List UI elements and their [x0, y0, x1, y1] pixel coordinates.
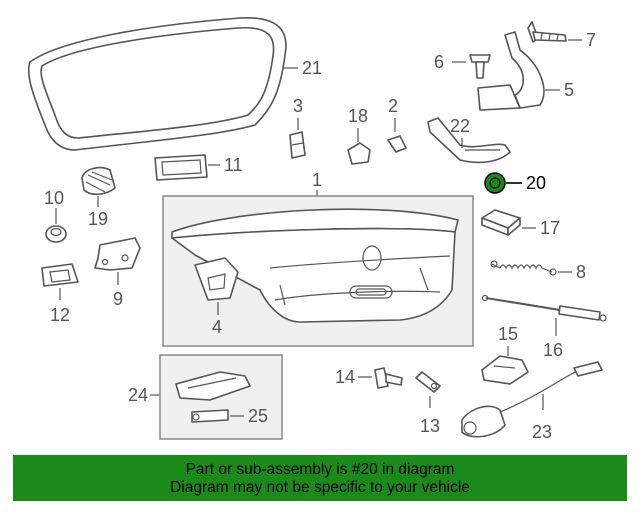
part-6-fastener[interactable] — [469, 54, 491, 79]
callout-22[interactable]: 22 — [450, 116, 470, 136]
license-lamp-assembly-box — [159, 354, 283, 440]
part-22-lever[interactable] — [427, 117, 511, 164]
exploded-parts-diagram: 21 11 19 10 9 12 3 18 — [27, 17, 607, 442]
part-21-weatherstrip[interactable] — [27, 17, 287, 151]
callout-10[interactable]: 10 — [44, 188, 64, 208]
part-15-license-lamp[interactable] — [481, 355, 529, 385]
part-14-bolt[interactable] — [374, 367, 403, 389]
callout-18[interactable]: 18 — [348, 106, 368, 126]
callout-4[interactable]: 4 — [212, 317, 222, 337]
callout-3[interactable]: 3 — [293, 96, 303, 116]
part-13-bracket[interactable] — [415, 371, 441, 393]
callout-21[interactable]: 21 — [302, 58, 322, 78]
banner-line-1: Part or sub-assembly is #20 in diagram — [185, 461, 455, 478]
callout-25[interactable]: 25 — [248, 406, 268, 426]
callout-16[interactable]: 16 — [543, 340, 563, 360]
part-1-trunk-lid[interactable] — [171, 208, 459, 323]
callout-23[interactable]: 23 — [532, 422, 552, 442]
part-25-bulb[interactable] — [191, 409, 229, 423]
part-7-screw[interactable] — [527, 21, 567, 43]
part-24-lamp-housing[interactable] — [175, 371, 251, 401]
part-18-cap[interactable] — [347, 142, 371, 165]
callout-20[interactable]: 20 — [526, 173, 546, 193]
callout-7[interactable]: 7 — [586, 30, 596, 50]
banner-line-2: Diagram may not be specific to your vehi… — [170, 479, 470, 496]
part-5-hinge[interactable] — [477, 31, 545, 111]
part-2-bumper[interactable] — [387, 135, 407, 153]
part-19-stopper[interactable] — [81, 166, 116, 196]
callout-11[interactable]: 11 — [224, 155, 243, 175]
callout-1[interactable]: 1 — [312, 170, 322, 190]
callout-24[interactable]: 24 — [128, 385, 148, 405]
callout-6[interactable]: 6 — [434, 52, 444, 72]
part-20-grommet[interactable] — [484, 172, 506, 194]
callout-17[interactable]: 17 — [540, 218, 560, 238]
part-4-bracket[interactable] — [194, 257, 239, 301]
callout-2[interactable]: 2 — [388, 96, 398, 116]
part-9-bracket[interactable] — [94, 237, 141, 271]
part-23-camera[interactable] — [461, 361, 603, 438]
callout-13[interactable]: 13 — [420, 416, 440, 436]
callout-8[interactable]: 8 — [576, 262, 586, 282]
callout-5[interactable]: 5 — [564, 80, 574, 100]
callout-15[interactable]: 15 — [498, 324, 518, 344]
part-8-spring[interactable] — [490, 260, 557, 276]
part-3-clip[interactable] — [289, 131, 306, 159]
part-12-plate[interactable] — [41, 263, 79, 287]
callout-12[interactable]: 12 — [50, 305, 70, 325]
part-11-garnish[interactable] — [154, 154, 208, 181]
callout-19[interactable]: 19 — [88, 209, 108, 229]
part-16-strut[interactable] — [481, 294, 607, 322]
part-10-grommet[interactable] — [45, 225, 67, 243]
callout-14[interactable]: 14 — [335, 367, 355, 387]
part-17-block[interactable] — [481, 209, 521, 236]
info-banner: Part or sub-assembly is #20 in diagram D… — [13, 455, 627, 501]
callout-9[interactable]: 9 — [113, 289, 123, 309]
